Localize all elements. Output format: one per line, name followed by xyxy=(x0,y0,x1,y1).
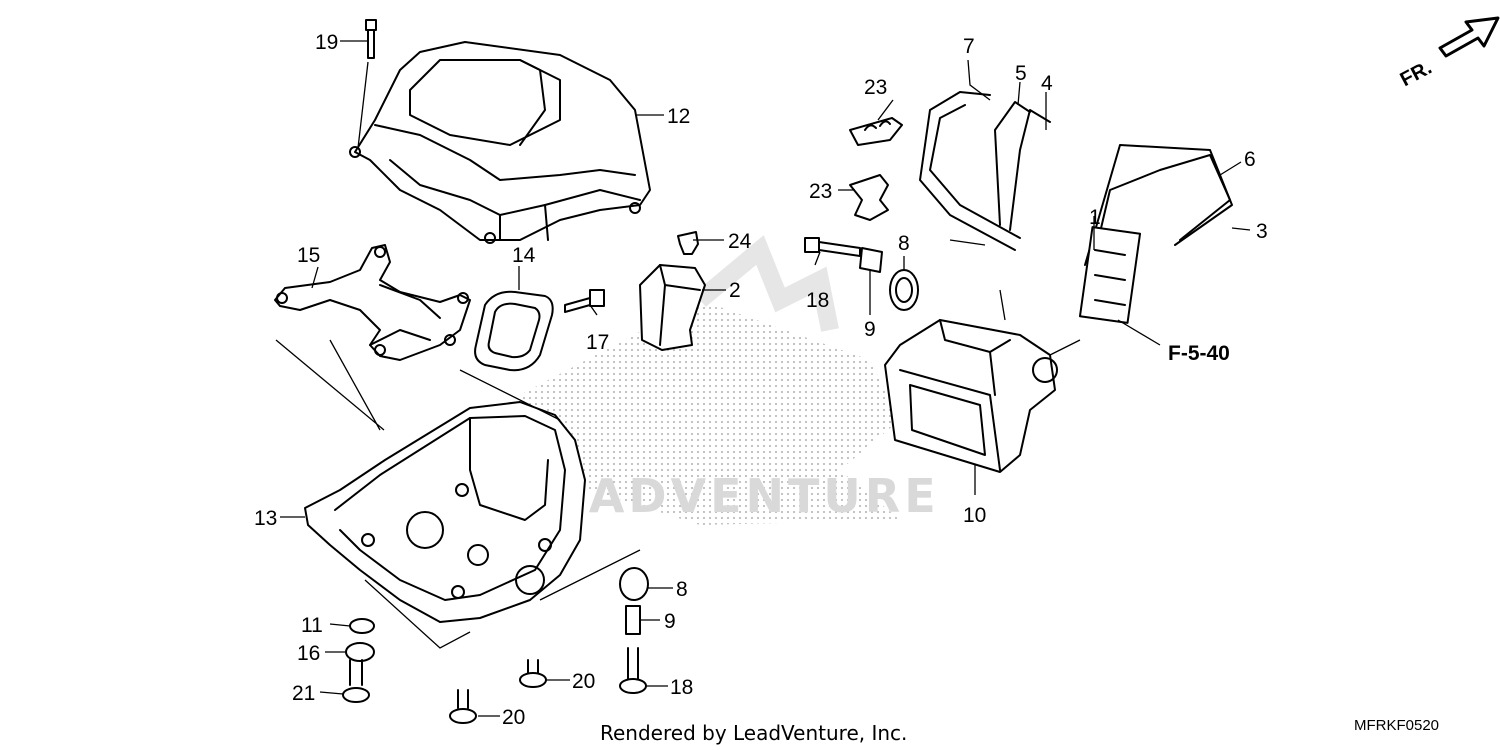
callout-24: 24 xyxy=(728,230,752,253)
part-13-tray xyxy=(304,401,586,623)
callout-4: 4 xyxy=(1041,72,1053,95)
callout-23-lower: 23 xyxy=(809,180,832,203)
brake-pipes xyxy=(919,91,1233,324)
callout-1: 1 xyxy=(1089,206,1101,229)
part-10-abs-modulator xyxy=(884,319,1058,473)
credit-text: Rendered by LeadVenture, Inc. xyxy=(600,721,907,745)
callout-10: 10 xyxy=(963,504,986,527)
callout-15: 15 xyxy=(297,244,320,267)
front-arrow-icon xyxy=(1438,16,1500,58)
callout-9-upper: 9 xyxy=(864,318,876,341)
callout-14: 14 xyxy=(512,244,536,267)
callout-13: 13 xyxy=(254,507,277,530)
callout-18-lower: 18 xyxy=(670,676,693,699)
part-14-grommet xyxy=(474,290,554,372)
callout-6: 6 xyxy=(1244,148,1256,171)
callout-19: 19 xyxy=(315,31,338,54)
callout-16: 16 xyxy=(297,642,320,665)
reference-label[interactable]: F-5-40 xyxy=(1168,342,1230,365)
part-24-clip xyxy=(677,231,699,255)
callout-8-upper: 8 xyxy=(898,232,910,255)
part-2-holder xyxy=(639,264,706,351)
part-19-bolt xyxy=(357,19,377,149)
watermark: LEADVENTURE xyxy=(520,235,940,525)
front-direction-label: FR. xyxy=(1397,57,1436,92)
part-12-cover xyxy=(349,41,651,244)
callout-8-lower: 8 xyxy=(676,578,688,601)
callout-7: 7 xyxy=(963,35,975,58)
callout-12: 12 xyxy=(667,105,690,128)
callout-2: 2 xyxy=(729,279,741,302)
callout-20-right: 20 xyxy=(572,670,595,693)
callout-21: 21 xyxy=(292,682,315,705)
callout-23-upper: 23 xyxy=(864,76,887,99)
callout-17: 17 xyxy=(586,331,609,354)
callout-18-upper: 18 xyxy=(806,289,829,312)
part-23-clamps xyxy=(849,117,903,221)
part-17-bolt xyxy=(564,289,605,313)
diagram-code: MFRKF0520 xyxy=(1354,717,1439,734)
leader-lines xyxy=(275,40,1251,717)
callout-11: 11 xyxy=(301,614,323,637)
callout-labels: 19 12 15 14 17 2 24 23 23 18 9 8 7 5 4 1… xyxy=(254,31,1268,729)
watermark-text: LEADVENTURE xyxy=(520,469,940,523)
callout-3: 3 xyxy=(1256,220,1268,243)
callout-5: 5 xyxy=(1015,62,1027,85)
front-direction-indicator: FR. xyxy=(1397,16,1500,92)
callout-20-left: 20 xyxy=(502,706,525,729)
callout-9-lower: 9 xyxy=(664,610,676,633)
part-15-bracket xyxy=(274,244,471,361)
part-18-9-8-upper xyxy=(804,237,919,311)
